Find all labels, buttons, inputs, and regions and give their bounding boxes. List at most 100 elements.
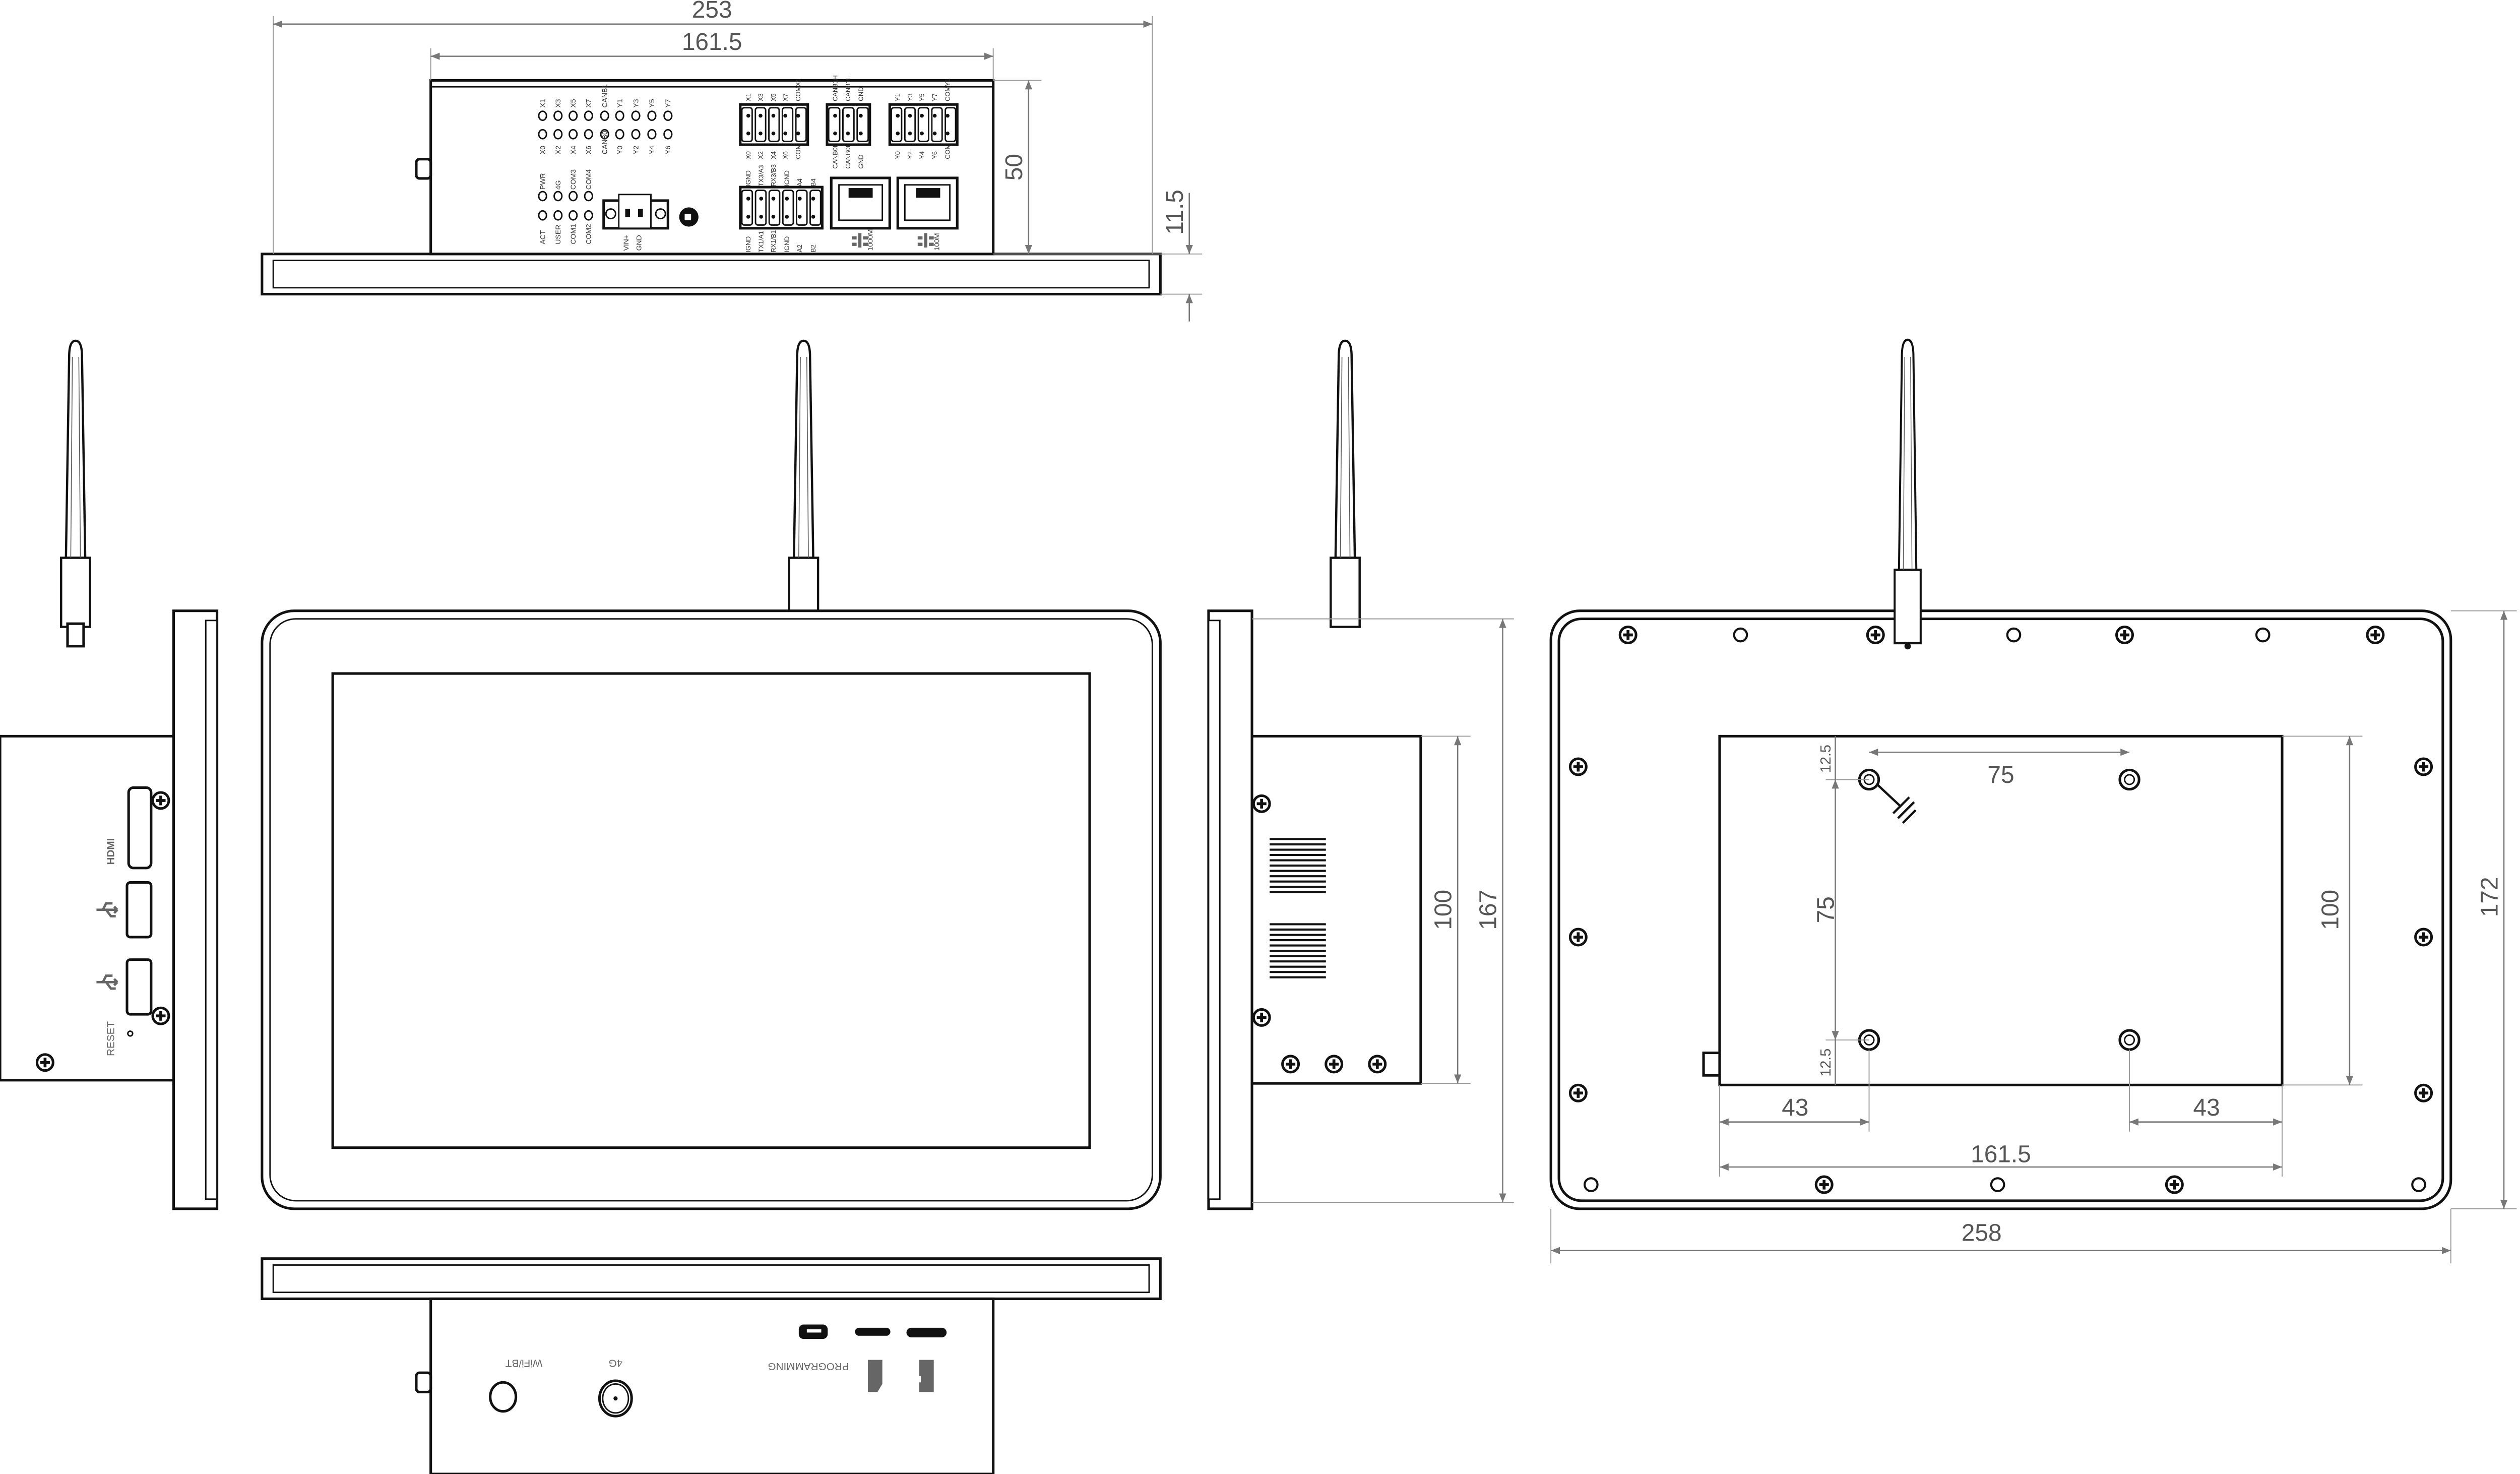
terminal-label: TX1/A1 bbox=[758, 231, 765, 253]
screw-icon bbox=[2416, 759, 2432, 775]
4g-antenna-connector bbox=[598, 1379, 633, 1418]
led-indicators bbox=[538, 110, 673, 221]
screw-icon bbox=[1253, 795, 1270, 812]
network-icon bbox=[917, 233, 934, 248]
screw-icon bbox=[2166, 1177, 2182, 1193]
front-view bbox=[261, 341, 1162, 1210]
terminal-screw bbox=[797, 197, 802, 201]
terminal-pin bbox=[741, 190, 753, 226]
terminal-pin bbox=[781, 107, 794, 143]
status-led bbox=[584, 210, 593, 221]
terminal-label: IGND bbox=[783, 170, 791, 187]
ground-icon bbox=[1876, 783, 1917, 824]
led-indicator bbox=[553, 110, 563, 121]
terminal-label: X2 bbox=[757, 151, 764, 159]
led-label: CANB1 bbox=[600, 84, 608, 108]
ethernet-port-100m bbox=[896, 176, 959, 230]
right-side-view: 100 167 bbox=[1207, 341, 1514, 1210]
terminal-screw bbox=[771, 197, 776, 201]
terminal-pin bbox=[782, 190, 794, 226]
terminal-label: GND bbox=[857, 87, 864, 101]
screw-icon bbox=[1570, 759, 1586, 775]
terminal-label: X7 bbox=[782, 93, 789, 101]
led-indicator bbox=[631, 110, 641, 121]
led-label: CANB0 bbox=[600, 131, 608, 154]
terminal-label: Y0 bbox=[894, 151, 902, 159]
terminal-screw bbox=[811, 215, 815, 219]
screw-icon bbox=[153, 1008, 169, 1024]
dim-panel-thickness: 11.5 bbox=[1162, 190, 1188, 235]
status-led bbox=[538, 191, 547, 202]
terminal-screw bbox=[932, 113, 937, 118]
led-indicator bbox=[615, 129, 624, 140]
antenna bbox=[1331, 341, 1359, 627]
led-label: X1 bbox=[538, 99, 546, 107]
dim-back-overall-height: 172 bbox=[2476, 877, 2503, 917]
status-label: PWR bbox=[538, 173, 546, 190]
dim-body-width: 161.5 bbox=[682, 29, 742, 55]
terminal-label: CANB1L bbox=[844, 76, 852, 101]
dim-overall-width: 253 bbox=[692, 0, 732, 23]
dim-plate-height: 100 bbox=[2317, 890, 2344, 930]
screw-icon bbox=[153, 792, 169, 809]
card-slot bbox=[906, 1327, 947, 1337]
power-connector bbox=[602, 194, 669, 230]
screw-icon bbox=[1867, 627, 1883, 643]
terminal-label: CANB1H bbox=[831, 75, 839, 101]
led-indicator bbox=[600, 129, 609, 140]
terminal-screw bbox=[946, 113, 950, 118]
led-label: X4 bbox=[569, 146, 577, 154]
terminal-pin bbox=[944, 107, 957, 143]
terminal-screw bbox=[759, 215, 764, 219]
programming-label: PROGRAMMING bbox=[768, 1361, 849, 1372]
led-indicator bbox=[663, 110, 673, 121]
terminal-screw bbox=[746, 113, 750, 118]
status-label: 4G bbox=[554, 180, 562, 190]
terminal-label: A4 bbox=[796, 178, 803, 187]
led-indicator bbox=[569, 110, 578, 121]
vesa-hole bbox=[2118, 1029, 2140, 1051]
knob bbox=[1702, 1052, 1721, 1077]
led-label: X3 bbox=[554, 99, 562, 107]
terminal-label: X6 bbox=[782, 151, 789, 159]
status-label: USER bbox=[554, 225, 562, 244]
usb-port bbox=[125, 958, 153, 1016]
terminal-screw bbox=[908, 113, 912, 118]
terminal-label: IGND bbox=[783, 236, 791, 253]
ethernet-label: 1000M bbox=[866, 229, 874, 251]
terminal-screw bbox=[908, 131, 912, 136]
terminal-pin bbox=[904, 107, 916, 143]
wifi-bt-label: WiFi/BT bbox=[505, 1358, 542, 1369]
screw-icon bbox=[1326, 1056, 1342, 1072]
usb-port bbox=[125, 881, 153, 939]
led-label: X2 bbox=[554, 146, 562, 154]
led-indicator bbox=[584, 110, 593, 121]
status-led bbox=[538, 210, 547, 221]
terminal-screw bbox=[783, 131, 787, 136]
led-label: X0 bbox=[538, 146, 546, 154]
terminal-pin bbox=[891, 107, 903, 143]
terminal-label: X4 bbox=[770, 151, 777, 159]
terminal-label: Y1 bbox=[894, 93, 902, 101]
terminal-label: TX3/A3 bbox=[758, 165, 765, 187]
terminal-screw bbox=[785, 215, 789, 219]
left-side-view: HDMI RESET bbox=[0, 341, 219, 1210]
led-indicator bbox=[647, 129, 657, 140]
terminal-pin bbox=[809, 190, 822, 226]
led-label: Y0 bbox=[615, 146, 623, 154]
terminal-label: RX1/B1 bbox=[770, 230, 777, 253]
terminal-screw bbox=[846, 113, 850, 118]
terminal-screw bbox=[896, 131, 900, 136]
terminal-screw bbox=[785, 197, 789, 201]
terminal-screw bbox=[796, 131, 800, 136]
terminal-label: X1 bbox=[744, 93, 752, 101]
terminal-label: IGND bbox=[744, 236, 752, 253]
status-led bbox=[569, 191, 578, 202]
wifi-bt-antenna-hole bbox=[489, 1381, 518, 1413]
dim-body-height: 100 bbox=[1430, 890, 1457, 930]
terminal-screw bbox=[811, 197, 815, 201]
terminal-screw bbox=[759, 131, 763, 136]
led-indicator bbox=[538, 129, 547, 140]
power-label: VIN+ bbox=[622, 235, 630, 251]
terminal-screw bbox=[859, 131, 863, 136]
